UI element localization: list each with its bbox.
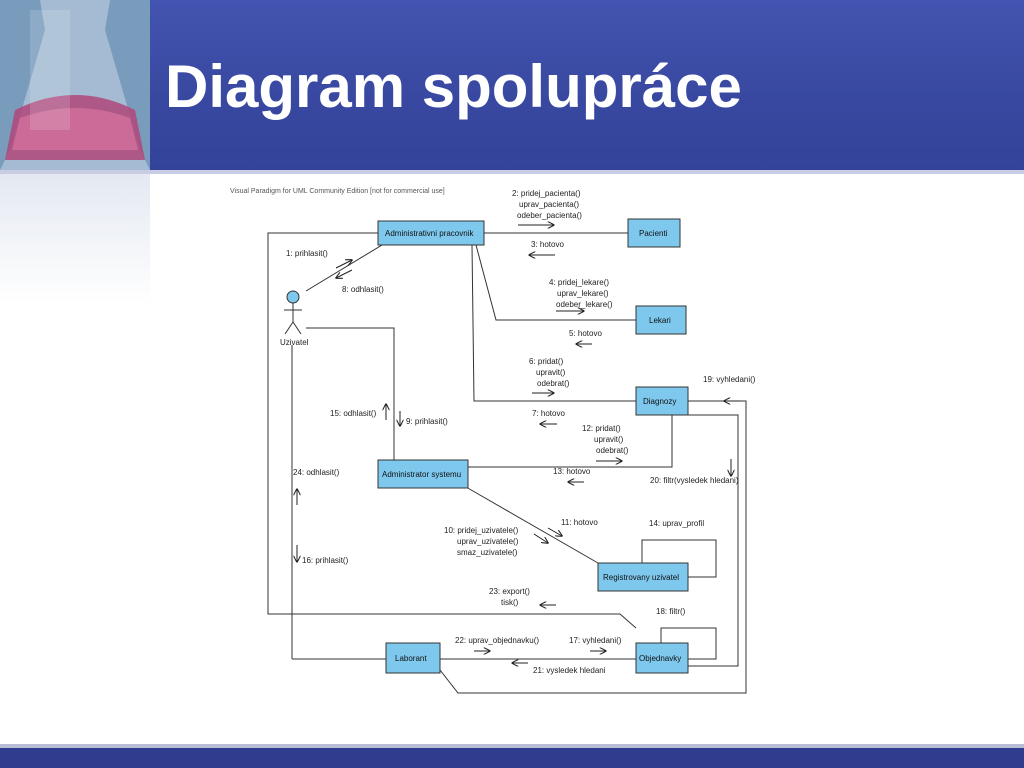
link-admin-diagnozy [471,244,636,402]
object-administrator-systemu: Administrator systemu [377,459,469,489]
msg-label: 17: vyhledani() [569,636,622,645]
msg-label: 5: hotovo [569,329,602,338]
footer-bar [0,748,1024,768]
object-laborant: Laborant [385,642,441,674]
msg-label: 15: odhlasit() [330,409,377,418]
flask-image [0,0,150,170]
msg-label: 24: odhlasit() [293,468,340,477]
link-diagnozy-objednavky [688,414,739,667]
link-laborant-diagnozy [439,400,747,694]
object-lekari: Lekari [635,305,687,335]
association-lines [267,232,747,694]
link-admin-lekari [475,244,636,321]
object-registrovany-uzivatel: Registrovany uzivatel [597,562,689,592]
msg-label: 20: filtr(vysledek hledani) [650,476,739,485]
link-admin-objednavky [267,232,637,629]
msg-label: 10: pridej_uzivatele() [444,526,519,535]
arrow-m1 [335,260,352,269]
self-link-objednavky [660,627,717,660]
message-arrows [297,225,740,663]
msg-label: 13: hotovo [553,467,591,476]
arrow-m10 [533,533,548,543]
msg-label: 8: odhlasit() [342,285,384,294]
msg-label: 12: pridat() [582,424,621,433]
object-objednavky: Objednavky [635,642,689,674]
msg-label: 4: pridej_lekare() [549,278,609,287]
link-actor-adminsys [306,327,395,460]
actor-head [286,290,300,304]
box-label: Administrator systemu [382,470,461,479]
message-labels: 1: prihlasit() 8: odhlasit() 2: pridej_p… [286,189,756,675]
msg-label: 11: hotovo [561,518,598,527]
msg-label: 1: prihlasit() [286,249,328,258]
msg-label: 16: prihlasit() [302,556,349,565]
actor-uzivatel: Uzivatel [280,290,309,347]
msg-label: tisk() [501,598,519,607]
msg-label: uprav_pacienta() [519,200,579,209]
actor-label: Uzivatel [280,338,309,347]
box-label: Laborant [395,654,427,663]
msg-label: 23: export() [489,587,530,596]
slide-title: Diagram spolupráce [165,53,742,120]
self-link-registrovany [641,539,717,578]
msg-label: 21: vysledek hledani [533,666,606,675]
msg-label: upravit() [536,368,566,377]
header-divider [0,170,1024,174]
object-diagnozy: Diagnozy [635,386,689,416]
object-administrativni-pracovnik: Administrativni pracovnik [377,220,485,246]
msg-label: odebrat() [596,446,629,455]
link-actor-admin [305,244,383,292]
msg-label: 6: pridat() [529,357,564,366]
msg-label: 14: uprav_profil [649,519,704,528]
msg-label: odeber_lekare() [556,300,613,309]
link-adminsys-registrovany [465,486,599,564]
msg-label: uprav_lekare() [557,289,609,298]
msg-label: 22: uprav_objednavku() [455,636,539,645]
photo-reflection [0,174,150,304]
box-label: Objednavky [639,654,681,663]
msg-label: smaz_uzivatele() [457,548,518,557]
box-label: Registrovany uzivatel [603,573,679,582]
arrow-m11 [547,527,562,536]
box-label: Pacienti [639,229,668,238]
object-pacienti: Pacienti [627,218,681,248]
msg-label: 3: hotovo [531,240,564,249]
msg-label: 18: filtr() [656,607,686,616]
msg-label: odebrat() [537,379,570,388]
msg-label: 2: pridej_pacienta() [512,189,581,198]
msg-label: odeber_pacienta() [517,211,582,220]
msg-label: 19: vyhledani() [703,375,756,384]
arrow-m8 [336,269,353,278]
header-sheen [150,0,1024,170]
watermark-text: Visual Paradigm for UML Community Editio… [230,188,445,195]
msg-label: upravit() [594,435,624,444]
msg-label: uprav_uzivatele() [457,537,519,546]
msg-label: 7: hotovo [532,409,565,418]
flask-photo [0,0,150,170]
footer-line [0,744,1024,748]
box-label: Diagnozy [643,397,676,406]
box-label: Administrativni pracovnik [385,229,474,238]
link-adminsys-diagnozy [468,415,673,468]
msg-label: 9: prihlasit() [406,417,448,426]
box-label: Lekari [649,316,671,325]
